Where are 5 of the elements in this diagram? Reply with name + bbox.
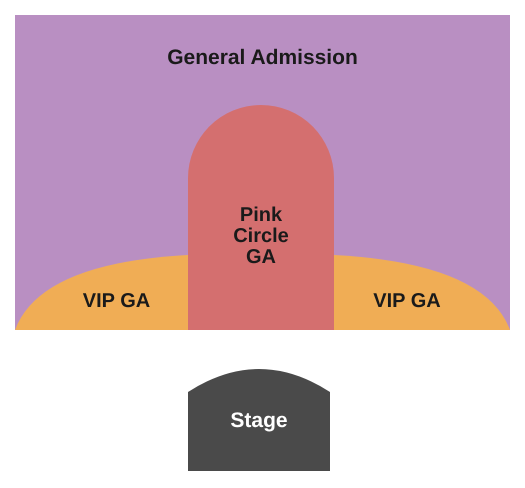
section-label: VIP GA [82, 291, 152, 312]
section-label: General Admission [166, 47, 359, 70]
section-label: Pink Circle GA [232, 205, 290, 268]
section-label: Stage [229, 410, 289, 432]
section-label: VIP GA [372, 291, 442, 312]
